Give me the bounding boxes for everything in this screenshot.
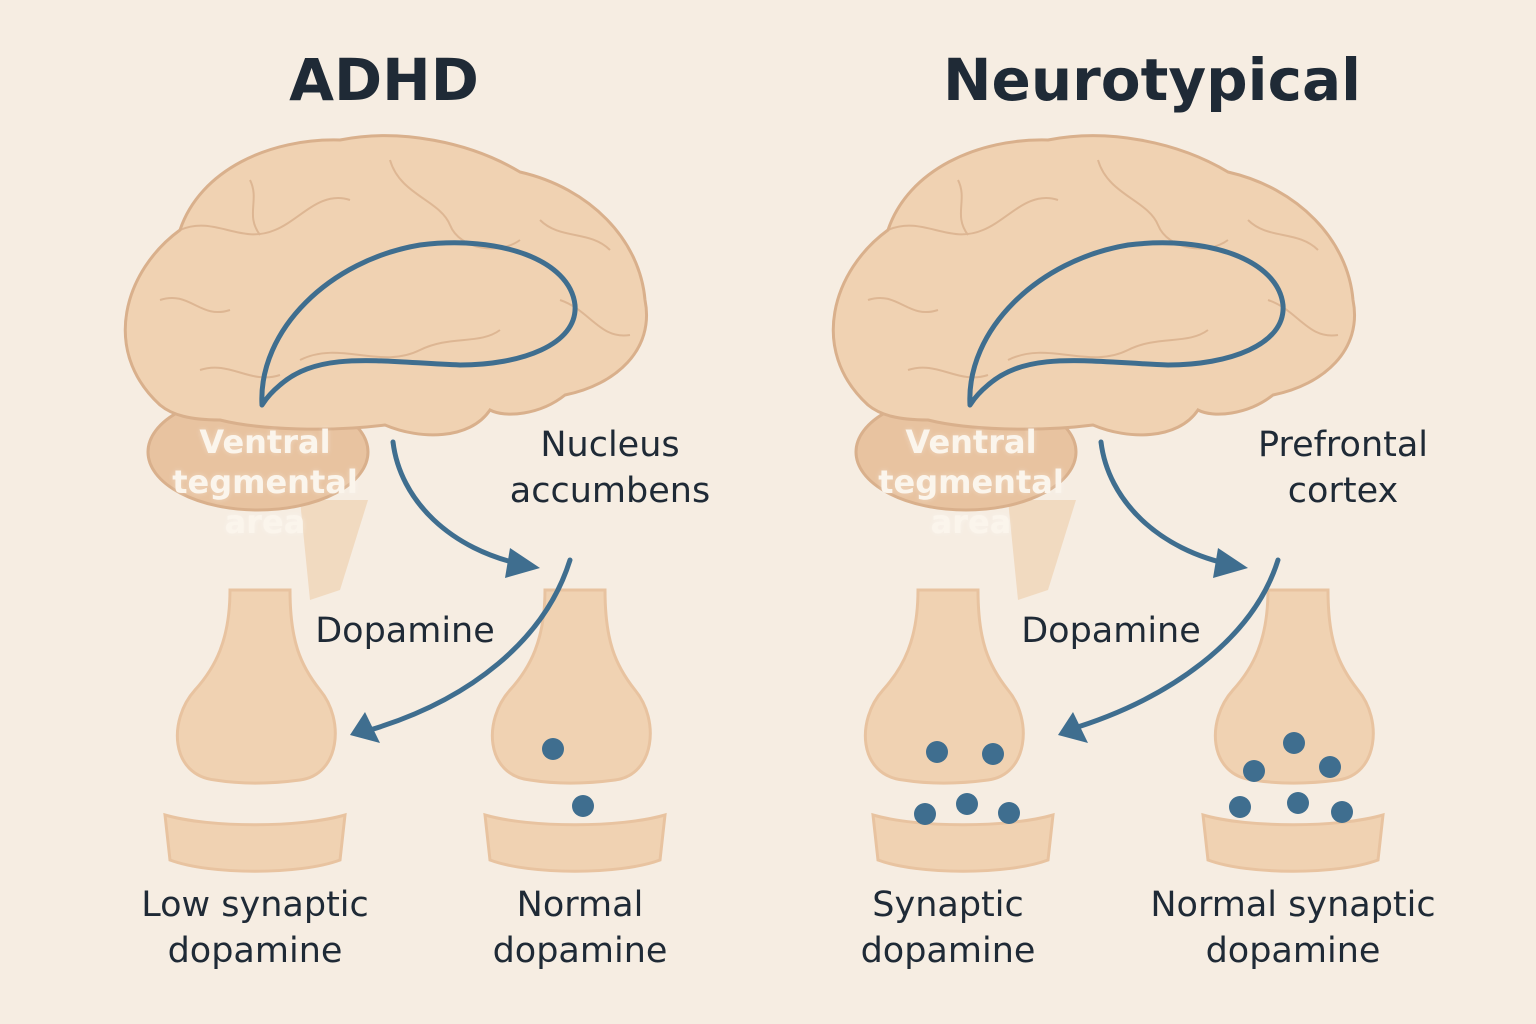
synaptic-dopamine-label: Synaptic dopamine bbox=[860, 885, 1036, 971]
dopamine-arrow-label: Dopamine bbox=[315, 611, 495, 651]
presynaptic-neuron-right bbox=[1213, 588, 1375, 785]
postsynaptic-neuron-left bbox=[871, 812, 1055, 873]
brainstem bbox=[300, 500, 368, 600]
presynaptic-neuron-right bbox=[490, 588, 652, 785]
dopamine-molecule bbox=[1319, 756, 1341, 778]
dopamine-molecule bbox=[998, 802, 1020, 824]
arrowhead-vta-to-target bbox=[1213, 548, 1248, 578]
dopamine-molecule bbox=[956, 793, 978, 815]
dopamine-molecule bbox=[1243, 760, 1265, 782]
target-region-label: Nucleus accumbens bbox=[509, 425, 711, 511]
vta-label: Ventral tegmental area bbox=[878, 423, 1064, 541]
dopamine-molecule bbox=[1283, 732, 1305, 754]
dopamine-pathway-loop bbox=[259, 240, 578, 408]
panel-title: Neurotypical bbox=[943, 46, 1361, 114]
normal-dopamine-label: Normal dopamine bbox=[492, 885, 668, 971]
postsynaptic-neuron-left bbox=[163, 812, 347, 873]
presynaptic-neuron-left bbox=[863, 588, 1025, 785]
dopamine-molecule bbox=[982, 743, 1004, 765]
target-region-label: Prefrontal cortex bbox=[1257, 425, 1429, 511]
adhd-illustration bbox=[123, 134, 667, 873]
low-synaptic-dopamine-label: Low synaptic dopamine bbox=[141, 885, 369, 971]
postsynaptic-neuron-right bbox=[483, 812, 667, 873]
neurotypical-illustration bbox=[831, 134, 1385, 873]
dopamine-molecule bbox=[1287, 792, 1309, 814]
postsynaptic-neuron-right bbox=[1201, 812, 1385, 873]
dopamine-arrow-label: Dopamine bbox=[1021, 611, 1201, 651]
dopamine-molecule bbox=[1229, 796, 1251, 818]
neurotypical-panel: Neurotypical Ventral tegmental area Pref… bbox=[768, 0, 1536, 1024]
dopamine-molecule bbox=[914, 803, 936, 825]
arrow-vta-to-target bbox=[1098, 439, 1236, 568]
arrowhead-target-to-synapse bbox=[350, 712, 380, 743]
arrow-target-to-synapse bbox=[367, 557, 573, 733]
normal-synaptic-dopamine-label: Normal synaptic dopamine bbox=[1150, 885, 1436, 971]
arrowhead-vta-to-target bbox=[505, 548, 540, 578]
arrow-target-to-synapse bbox=[1065, 557, 1281, 733]
arrow-vta-to-target bbox=[390, 439, 528, 568]
dopamine-molecule bbox=[542, 738, 564, 760]
panel-title: ADHD bbox=[289, 46, 479, 114]
presynaptic-neuron-left bbox=[175, 588, 337, 785]
vta-label: Ventral tegmental area bbox=[172, 423, 358, 541]
brainstem bbox=[1008, 500, 1076, 600]
brain-folds bbox=[867, 159, 1339, 379]
dopamine-pathway-loop bbox=[967, 240, 1286, 408]
adhd-panel: ADHD Ventral tegmental area Nucleus accu… bbox=[123, 46, 711, 971]
dopamine-molecule bbox=[926, 741, 948, 763]
dopamine-molecule bbox=[1331, 801, 1353, 823]
arrowhead-target-to-synapse bbox=[1058, 712, 1088, 743]
dopamine-molecule bbox=[572, 795, 594, 817]
